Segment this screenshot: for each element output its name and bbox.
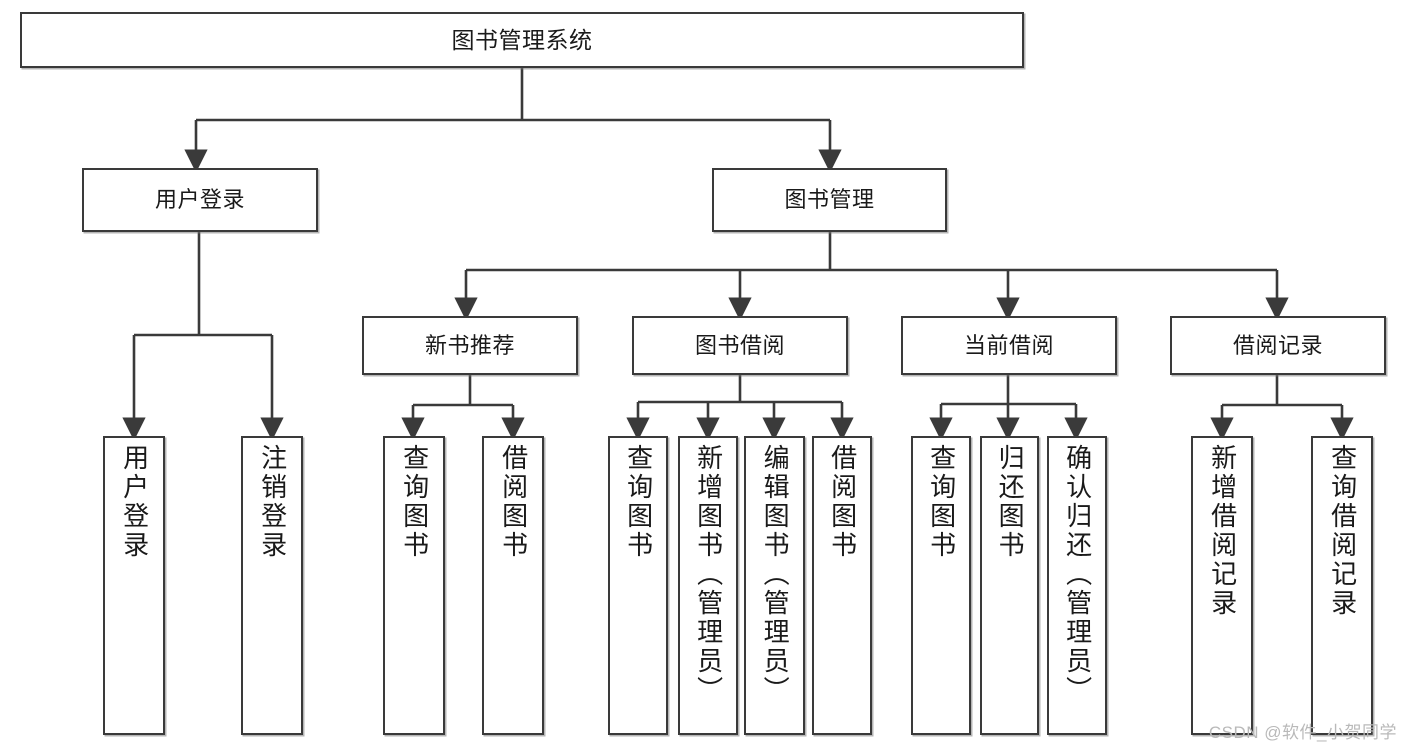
node-new-book-rec[interactable]: 新书推荐 — [362, 316, 578, 375]
leaf-borrow-book-1[interactable]: 借阅图书 — [482, 436, 544, 735]
node-label: 确认归还（管理员） — [1062, 444, 1093, 705]
node-label: 用户登录 — [154, 187, 245, 213]
node-label: 新增借阅记录 — [1207, 444, 1238, 618]
leaf-add-book[interactable]: 新增图书（管理员） — [678, 436, 738, 735]
leaf-user-login[interactable]: 用户登录 — [103, 436, 165, 735]
node-label: 查询图书 — [623, 444, 654, 560]
node-label: 借阅记录 — [1232, 332, 1323, 358]
leaf-return-book[interactable]: 归还图书 — [980, 436, 1039, 735]
node-label: 图书管理系统 — [451, 26, 593, 53]
node-label: 借阅图书 — [498, 444, 529, 560]
node-label: 新书推荐 — [424, 332, 515, 358]
node-user-login[interactable]: 用户登录 — [82, 168, 318, 232]
node-book-manage[interactable]: 图书管理 — [712, 168, 947, 232]
node-label: 借阅图书 — [827, 444, 858, 560]
node-label: 图书借阅 — [694, 332, 785, 358]
node-label: 注销登录 — [257, 444, 288, 560]
node-label: 编辑图书（管理员） — [760, 444, 791, 705]
leaf-query-book-3[interactable]: 查询图书 — [911, 436, 971, 735]
node-book-borrow[interactable]: 图书借阅 — [632, 316, 848, 375]
node-label: 当前借阅 — [963, 332, 1054, 358]
node-book-management-system[interactable]: 图书管理系统 — [20, 12, 1024, 68]
leaf-add-record[interactable]: 新增借阅记录 — [1191, 436, 1253, 735]
leaf-borrow-book-2[interactable]: 借阅图书 — [812, 436, 872, 735]
node-label: 归还图书 — [995, 444, 1026, 560]
node-current-borrow[interactable]: 当前借阅 — [901, 316, 1117, 375]
node-borrow-record[interactable]: 借阅记录 — [1170, 316, 1386, 375]
node-label: 用户登录 — [119, 444, 150, 560]
leaf-logout[interactable]: 注销登录 — [241, 436, 303, 735]
leaf-edit-book[interactable]: 编辑图书（管理员） — [744, 436, 805, 735]
node-label: 查询图书 — [399, 444, 430, 560]
leaf-confirm-return[interactable]: 确认归还（管理员） — [1047, 436, 1107, 735]
leaf-query-book-1[interactable]: 查询图书 — [383, 436, 445, 735]
node-label: 新增图书（管理员） — [693, 444, 724, 705]
leaf-query-book-2[interactable]: 查询图书 — [608, 436, 668, 735]
leaf-query-record[interactable]: 查询借阅记录 — [1311, 436, 1373, 735]
node-label: 查询借阅记录 — [1327, 444, 1358, 618]
node-label: 图书管理 — [784, 187, 875, 213]
node-label: 查询图书 — [926, 444, 957, 560]
